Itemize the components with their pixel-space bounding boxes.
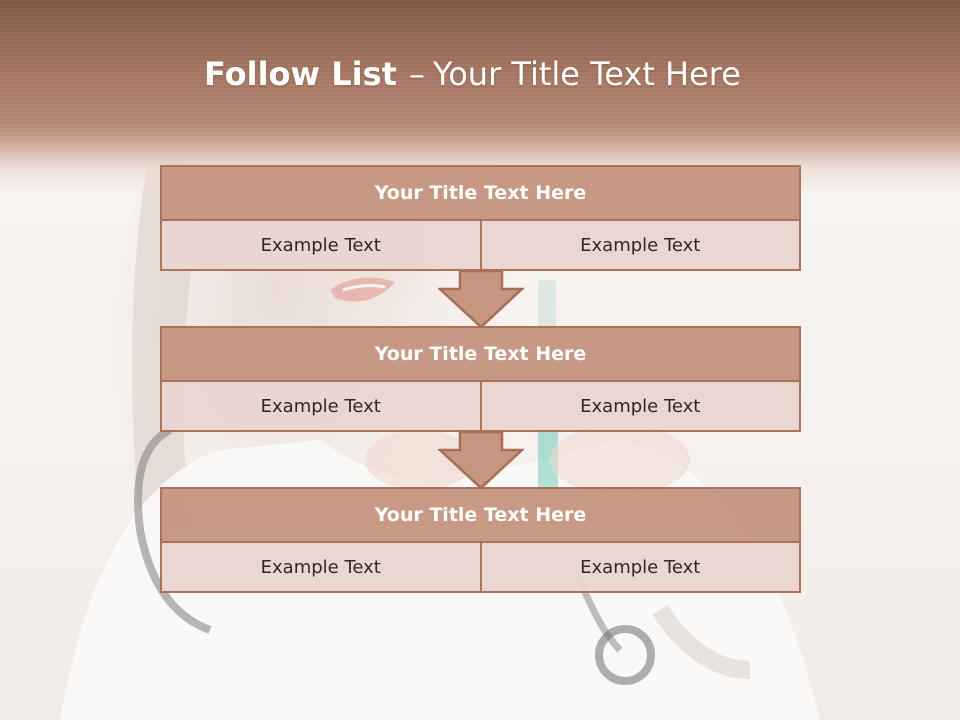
slide-title-rest: Your Title Text Here — [432, 55, 741, 93]
step-cell-right: Example Text — [481, 382, 801, 432]
slide-title-separator: – — [408, 55, 425, 93]
step-cell-left: Example Text — [160, 382, 482, 432]
step-cell-right: Example Text — [481, 221, 801, 271]
slide-title: Follow List–Your Title Text Here — [0, 55, 945, 93]
step-title: Your Title Text Here — [160, 326, 801, 382]
header-band — [0, 0, 960, 195]
slide-title-bold: Follow List — [204, 55, 397, 93]
down-arrow-icon — [438, 430, 524, 490]
down-arrow-icon — [438, 269, 524, 329]
header-stripes — [0, 0, 960, 140]
step-cell-left: Example Text — [160, 543, 482, 593]
step-title: Your Title Text Here — [160, 487, 801, 543]
step-title: Your Title Text Here — [160, 165, 801, 221]
step-block-3: Your Title Text Here Example Text Exampl… — [160, 487, 801, 593]
step-row: Example Text Example Text — [160, 382, 801, 432]
step-row: Example Text Example Text — [160, 221, 801, 271]
step-row: Example Text Example Text — [160, 543, 801, 593]
step-cell-left: Example Text — [160, 221, 482, 271]
step-block-1: Your Title Text Here Example Text Exampl… — [160, 165, 801, 271]
step-block-2: Your Title Text Here Example Text Exampl… — [160, 326, 801, 432]
step-cell-right: Example Text — [481, 543, 801, 593]
